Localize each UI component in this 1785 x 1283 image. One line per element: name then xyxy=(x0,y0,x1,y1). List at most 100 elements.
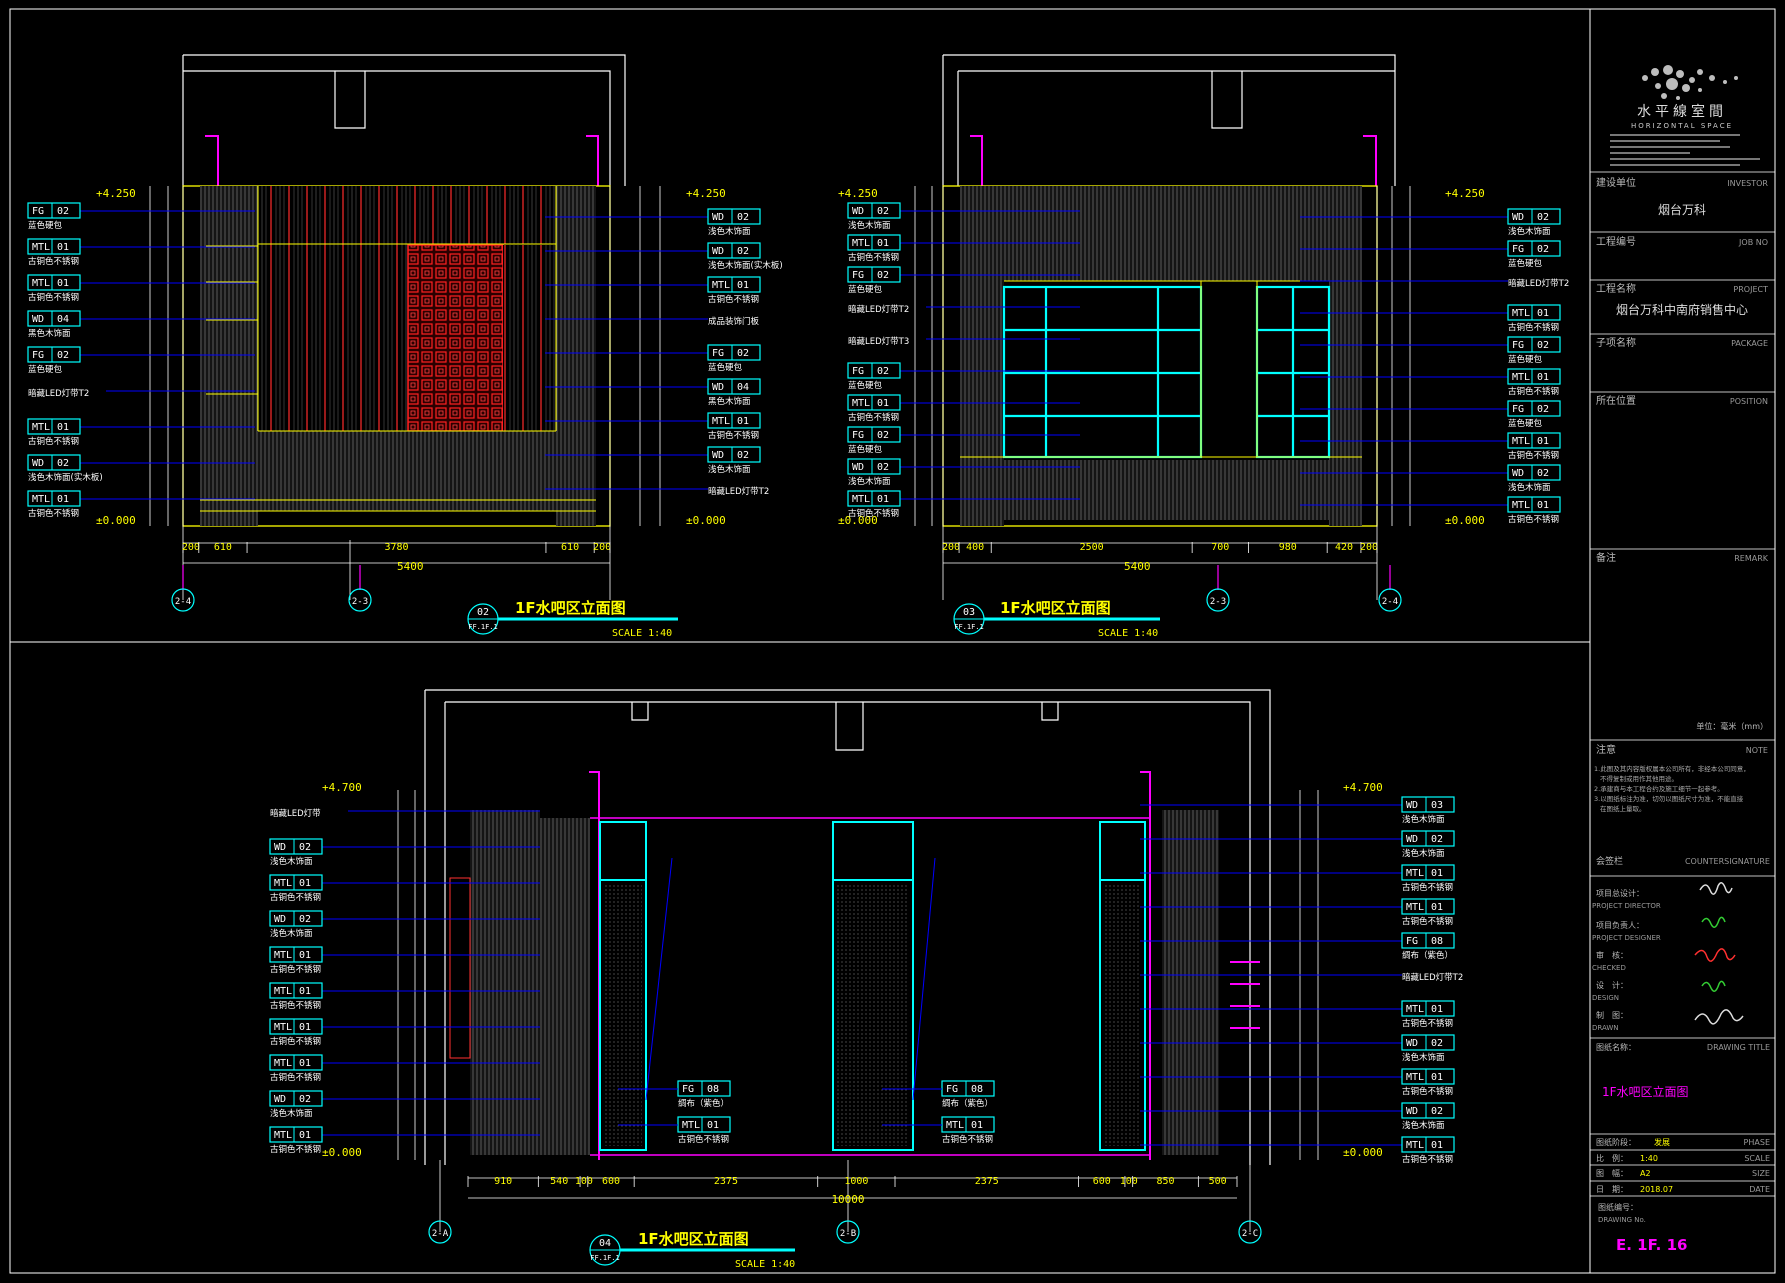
material-desc: 浅色木饰面 xyxy=(1508,226,1551,237)
material-desc: 古铜色不锈钢 xyxy=(270,892,321,903)
material-desc: 古铜色不锈钢 xyxy=(678,1134,729,1145)
dimension-value: 2375 xyxy=(714,1176,738,1187)
level-bottom-left: ±0.000 xyxy=(838,514,878,527)
dimension-value: 100 xyxy=(1120,1176,1138,1187)
view-number: 04 xyxy=(599,1238,611,1249)
investor-label-en: INVESTOR xyxy=(1727,179,1768,188)
material-desc: 浅色木饰面 xyxy=(1402,1052,1445,1063)
dimension-value: 420 xyxy=(1335,542,1353,553)
dimension-value: 540 xyxy=(550,1176,568,1187)
job-no-label: 工程编号 xyxy=(1596,235,1636,248)
material-number: 08 xyxy=(1431,936,1443,947)
view-scale: SCALE 1:40 xyxy=(735,1259,795,1270)
investor-label: 建设单位 xyxy=(1596,176,1636,189)
material-number: 02 xyxy=(737,348,749,359)
phase-label: 图纸阶段： xyxy=(1596,1137,1636,1147)
material-code: WD xyxy=(712,212,724,223)
phase-value: 发展 xyxy=(1654,1137,1670,1147)
material-code: WD xyxy=(1406,1106,1418,1117)
material-code: MTL xyxy=(274,1130,292,1141)
axis-label: 2-4 xyxy=(1382,597,1398,607)
material-number: 01 xyxy=(1431,1004,1443,1015)
material-number: 08 xyxy=(707,1084,719,1095)
material-desc: 浅色木饰面(实木板) xyxy=(708,260,783,271)
material-number: 01 xyxy=(971,1120,983,1131)
material-number: 02 xyxy=(877,270,889,281)
sheet-frame xyxy=(9,8,1776,1274)
material-code: MTL xyxy=(32,422,50,433)
scale-label-en: SCALE xyxy=(1744,1154,1770,1163)
scale-value: 1:40 xyxy=(1640,1154,1658,1163)
material-number: 02 xyxy=(57,206,69,217)
material-number: 02 xyxy=(1431,834,1443,845)
striped-panel xyxy=(200,186,258,526)
material-code: WD xyxy=(852,462,864,473)
axis-label: 2-C xyxy=(1242,1229,1258,1239)
axis-label: 2-3 xyxy=(1210,597,1226,607)
material-number: 02 xyxy=(737,246,749,257)
material-desc: 古铜色不锈钢 xyxy=(848,412,899,423)
material-code: FG xyxy=(682,1084,694,1095)
material-desc: 浅色木饰面 xyxy=(1402,848,1445,859)
view-title: 1F水吧区立面图 xyxy=(515,599,626,617)
material-desc: 成品装饰门板 xyxy=(708,316,760,327)
dimension-value: 610 xyxy=(214,542,232,553)
axis-label: 2-4 xyxy=(175,597,191,607)
checked-label: 审 核： xyxy=(1596,950,1628,960)
material-number: 02 xyxy=(737,450,749,461)
material-number: 02 xyxy=(1537,404,1549,415)
drawn-label: 制 图： xyxy=(1596,1010,1628,1020)
dimension-value: 3780 xyxy=(384,542,408,553)
material-code: WD xyxy=(274,842,286,853)
dimension-value: 400 xyxy=(966,542,984,553)
material-desc: 浅色木饰面 xyxy=(1402,814,1445,825)
material-number: 02 xyxy=(877,206,889,217)
material-code: FG xyxy=(852,270,864,281)
drawing-title-label: 图纸名称： xyxy=(1596,1042,1636,1052)
material-code: WD xyxy=(712,382,724,393)
material-desc: 浅色木饰面 xyxy=(270,856,313,867)
material-code: MTL xyxy=(1406,868,1424,879)
material-code: MTL xyxy=(1406,902,1424,913)
material-desc: 浅色木饰面 xyxy=(1402,1120,1445,1131)
material-desc: 古铜色不锈钢 xyxy=(270,1144,321,1155)
company-logo xyxy=(1642,65,1738,100)
material-tag: WD 02 浅色木饰面 xyxy=(1401,1102,1455,1131)
material-number: 02 xyxy=(1431,1038,1443,1049)
material-code: WD xyxy=(1406,1038,1418,1049)
material-code: MTL xyxy=(682,1120,700,1131)
material-desc: 绸布（紫色） xyxy=(942,1098,993,1109)
material-desc: 浅色木饰面 xyxy=(848,220,891,231)
material-code: FG xyxy=(1512,340,1524,351)
material-number: 01 xyxy=(1431,1140,1443,1151)
material-number: 02 xyxy=(877,430,889,441)
material-number: 02 xyxy=(299,1094,311,1105)
position-label-en: POSITION xyxy=(1730,397,1768,406)
material-desc: 绸布（紫色） xyxy=(1402,950,1453,961)
material-code: MTL xyxy=(1406,1004,1424,1015)
level-top-left: +4.700 xyxy=(322,781,362,794)
material-number: 02 xyxy=(1431,1106,1443,1117)
title-block: 水平線室間 HORIZONTAL SPACE 建设单位 INVESTOR 烟台万… xyxy=(1590,65,1775,1254)
material-code: WD xyxy=(32,314,44,325)
view-ref: FF.1F.1 xyxy=(468,623,498,631)
material-desc: 古铜色不锈钢 xyxy=(270,964,321,975)
material-number: 02 xyxy=(1537,244,1549,255)
material-desc: 古铜色不锈钢 xyxy=(270,1000,321,1011)
position-label: 所在位置 xyxy=(1596,394,1636,407)
dimension-value: 700 xyxy=(1211,542,1229,553)
material-number: 01 xyxy=(57,278,69,289)
material-number: 03 xyxy=(1431,800,1443,811)
